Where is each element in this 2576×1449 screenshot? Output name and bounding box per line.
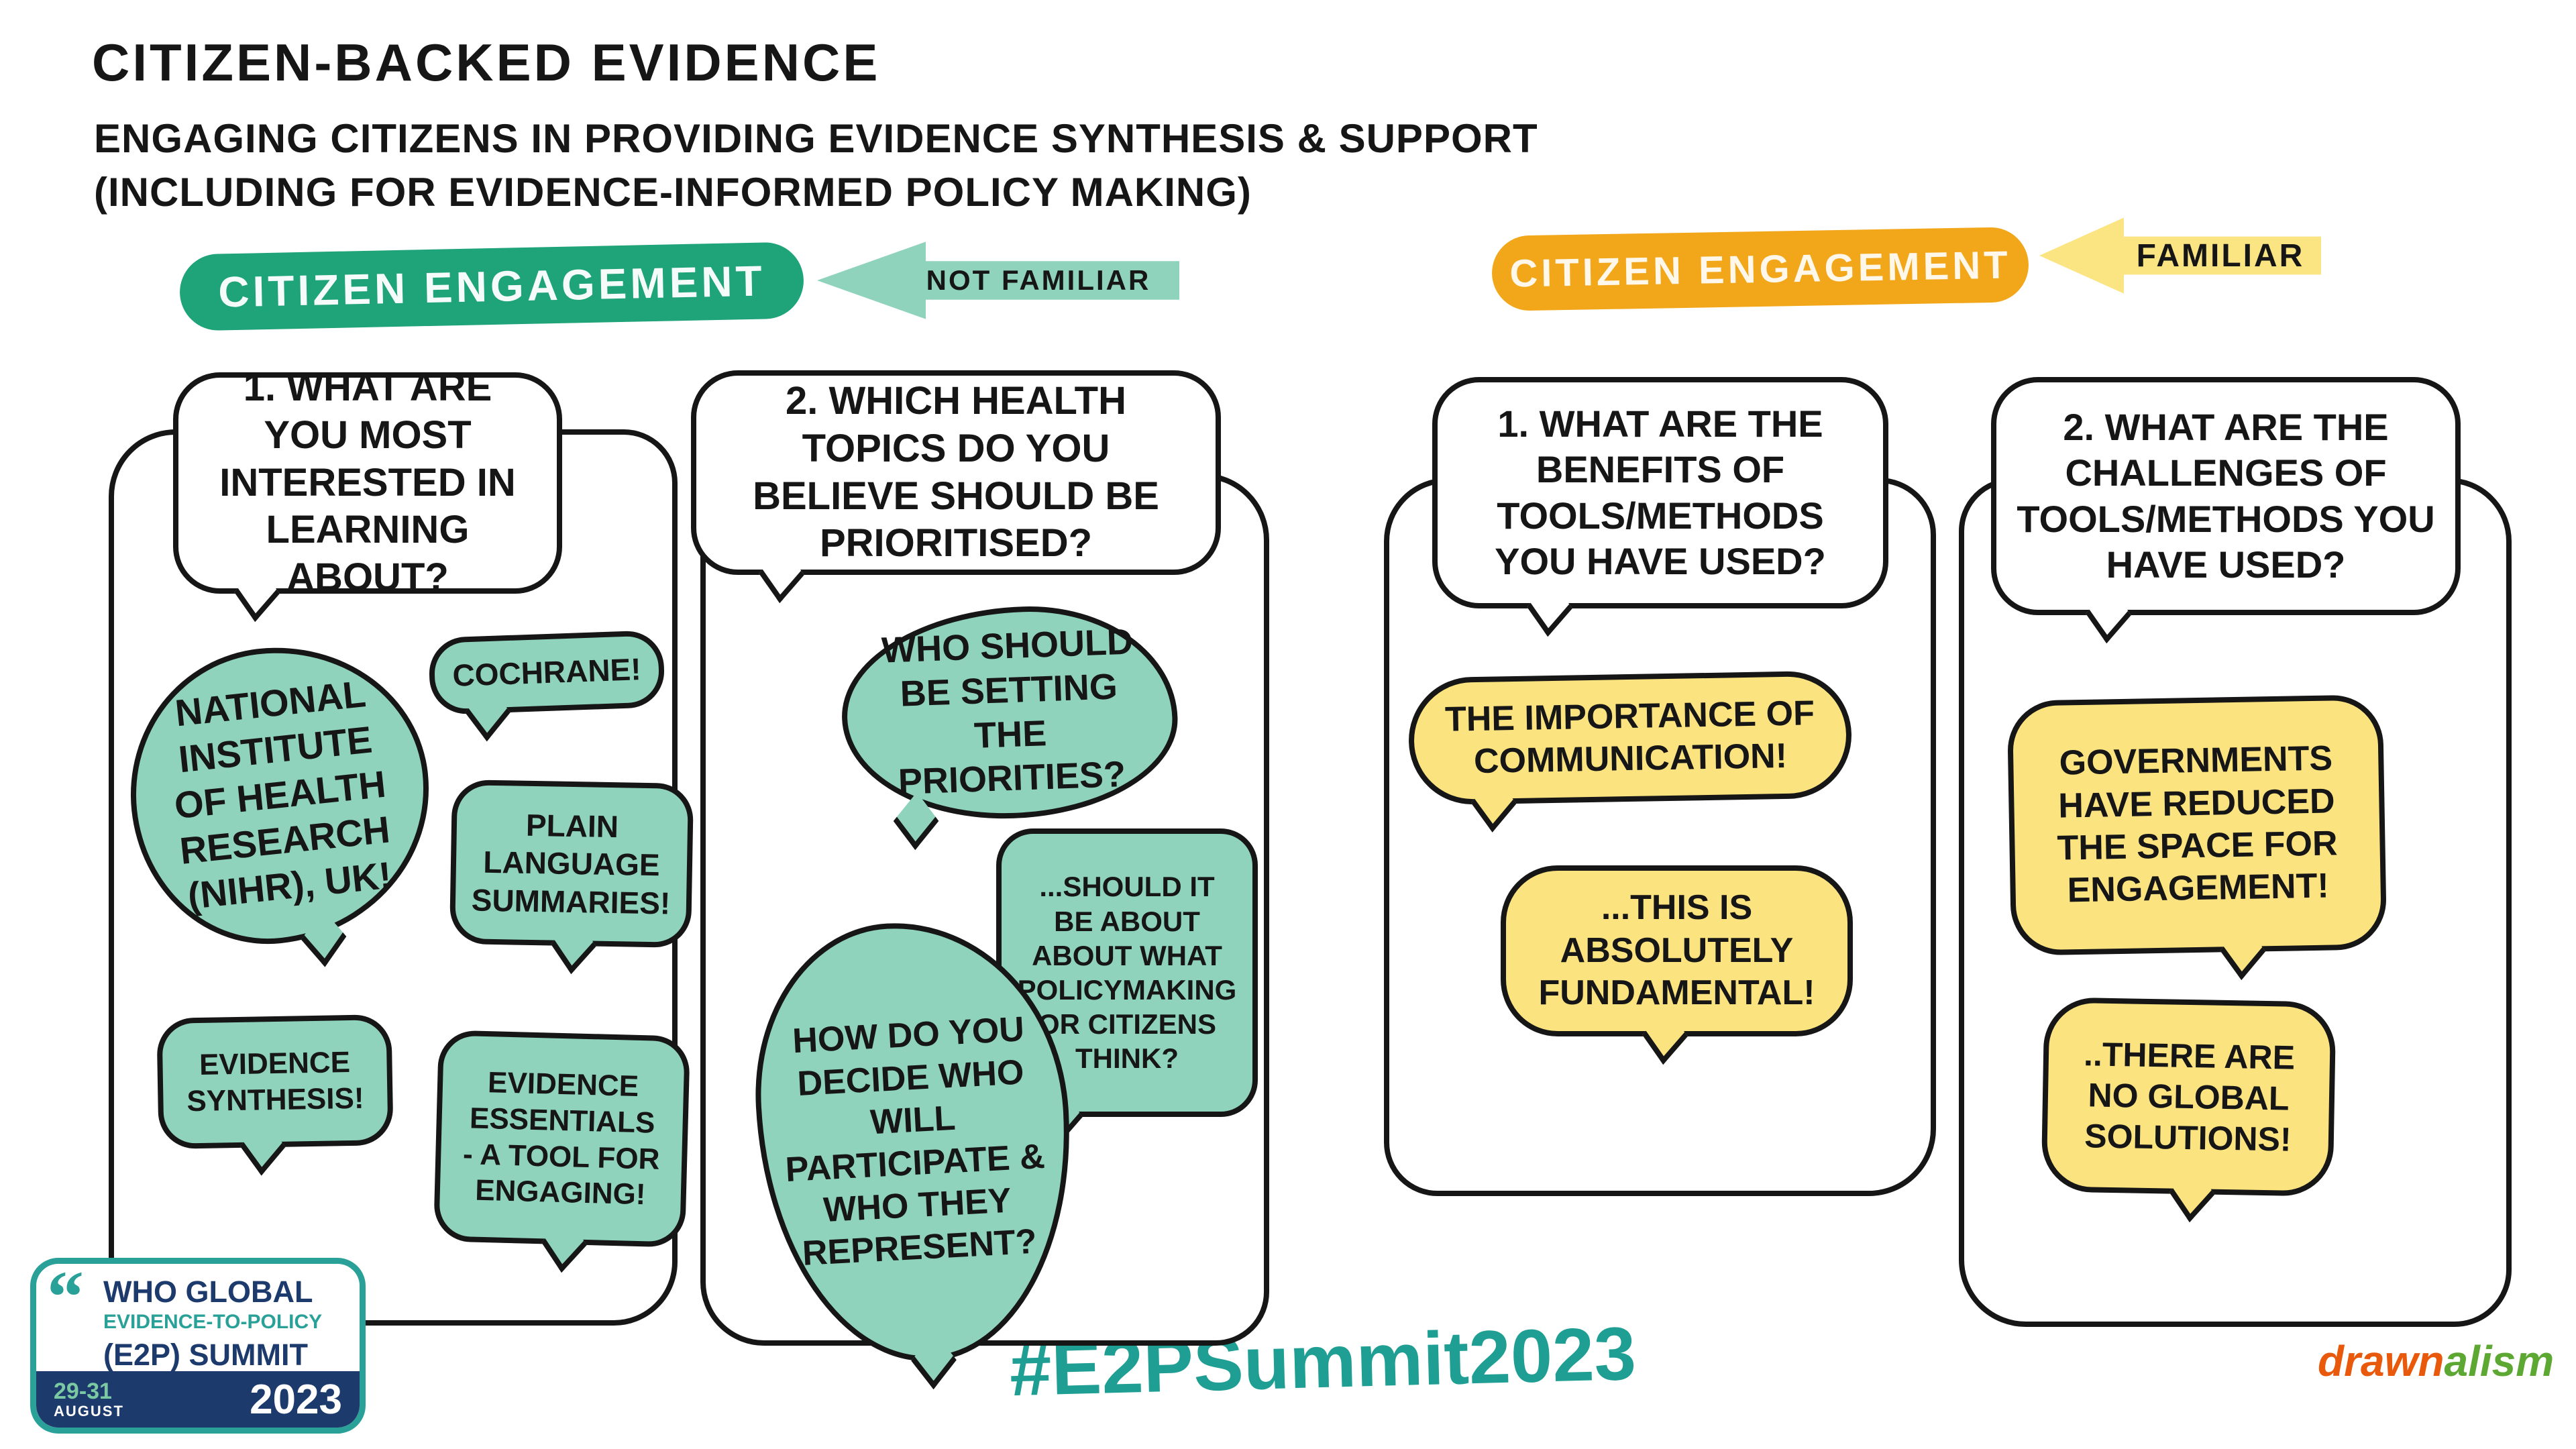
familiar-arrow: FAMILIAR <box>2039 217 2321 294</box>
drawnalism-logo-part1: drawn <box>2318 1337 2445 1385</box>
answer-bubble-evidence-essentials: EVIDENCE ESSENTIALS - A TOOL FOR ENGAGIN… <box>433 1030 691 1248</box>
who-summit-badge: “ WHO GLOBAL EVIDENCE-TO-POLICY (E2P) SU… <box>30 1258 366 1434</box>
question-bubble-2: 2. WHICH HEALTH TOPICS DO YOU BELIEVE SH… <box>691 370 1221 575</box>
answer-bubble-who-sets-priorities: WHO SHOULD BE SETTING THE PRIORITIES? <box>838 601 1181 824</box>
badge-who-global: WHO GLOBAL <box>103 1275 313 1309</box>
badge-month: AUGUST <box>54 1403 124 1420</box>
answer-bubble-cochrane: COCHRANE! <box>428 629 665 716</box>
answer-bubble-plain-language: PLAIN LANGUAGE SUMMARIES! <box>449 779 694 949</box>
page-subtitle-line2: (INCLUDING FOR EVIDENCE-INFORMED POLICY … <box>94 170 1252 215</box>
badge-date-bar: 29-31 AUGUST 2023 <box>36 1371 360 1428</box>
answer-bubble-no-global-solutions: ..THERE ARE NO GLOBAL SOLUTIONS! <box>2041 997 2337 1197</box>
banner-citizen-engagement-right: CITIZEN ENGAGEMENT <box>1491 227 2029 311</box>
banner-citizen-engagement-left: CITIZEN ENGAGEMENT <box>178 241 805 331</box>
answer-bubble-absolutely-fundamental: ...THIS IS ABSOLUTELY FUNDAMENTAL! <box>1501 865 1853 1036</box>
badge-date-column: 29-31 AUGUST <box>54 1378 124 1420</box>
drawnalism-logo-part2: alism <box>2444 1337 2555 1385</box>
page-title: CITIZEN-BACKED EVIDENCE <box>92 33 881 92</box>
drawnalism-logo: drawnalism <box>2318 1336 2554 1386</box>
badge-e2p-summit: (E2P) SUMMIT <box>103 1338 309 1372</box>
page-subtitle-line1: ENGAGING CITIZENS IN PROVIDING EVIDENCE … <box>94 116 1538 161</box>
answer-bubble-importance-communication: THE IMPORTANCE OF COMMUNICATION! <box>1407 670 1853 806</box>
badge-evidence-to-policy: EVIDENCE-TO-POLICY <box>103 1311 323 1333</box>
quote-icon: “ <box>47 1258 84 1338</box>
question-bubble-4: 2. WHAT ARE THE CHALLENGES OF TOOLS/METH… <box>1991 377 2461 615</box>
badge-year: 2023 <box>250 1376 342 1423</box>
question-bubble-1: 1. WHAT ARE YOU MOST INTERESTED IN LEARN… <box>173 366 562 599</box>
badge-dates: 29-31 <box>54 1378 112 1404</box>
not-familiar-arrow: NOT FAMILIAR <box>817 241 1179 319</box>
answer-bubble-evidence-synthesis: EVIDENCE SYNTHESIS! <box>156 1014 394 1150</box>
answer-bubble-governments-reduced-space: GOVERNMENTS HAVE REDUCED THE SPACE FOR E… <box>2006 694 2387 956</box>
question-bubble-3: 1. WHAT ARE THE BENEFITS OF TOOLS/METHOD… <box>1432 377 1888 608</box>
